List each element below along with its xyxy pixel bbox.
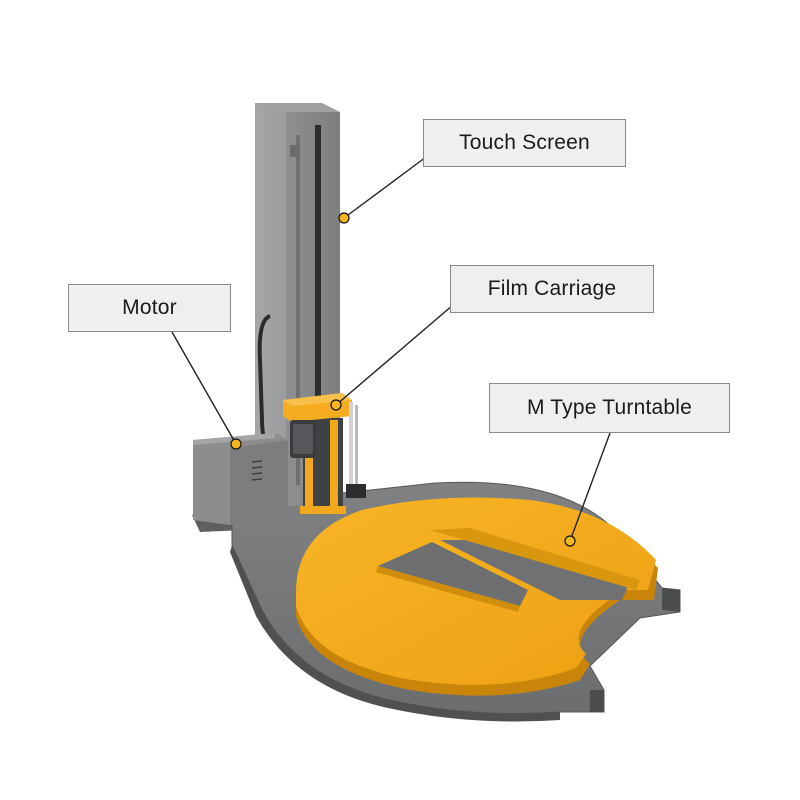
film-carriage — [283, 393, 366, 514]
motor-housing — [193, 433, 288, 525]
film-carriage-label: Film Carriage — [450, 265, 654, 313]
leader-lines — [171, 156, 611, 542]
turntable-label: M Type Turntable — [489, 383, 730, 433]
motor-label: Motor — [68, 284, 231, 332]
motor-marker — [230, 438, 242, 450]
m-type-turntable — [296, 497, 658, 696]
touch-screen-marker — [338, 212, 350, 224]
film-carriage-marker — [330, 399, 342, 411]
touch-screen-label: Touch Screen — [423, 119, 626, 167]
turntable-marker — [564, 535, 576, 547]
